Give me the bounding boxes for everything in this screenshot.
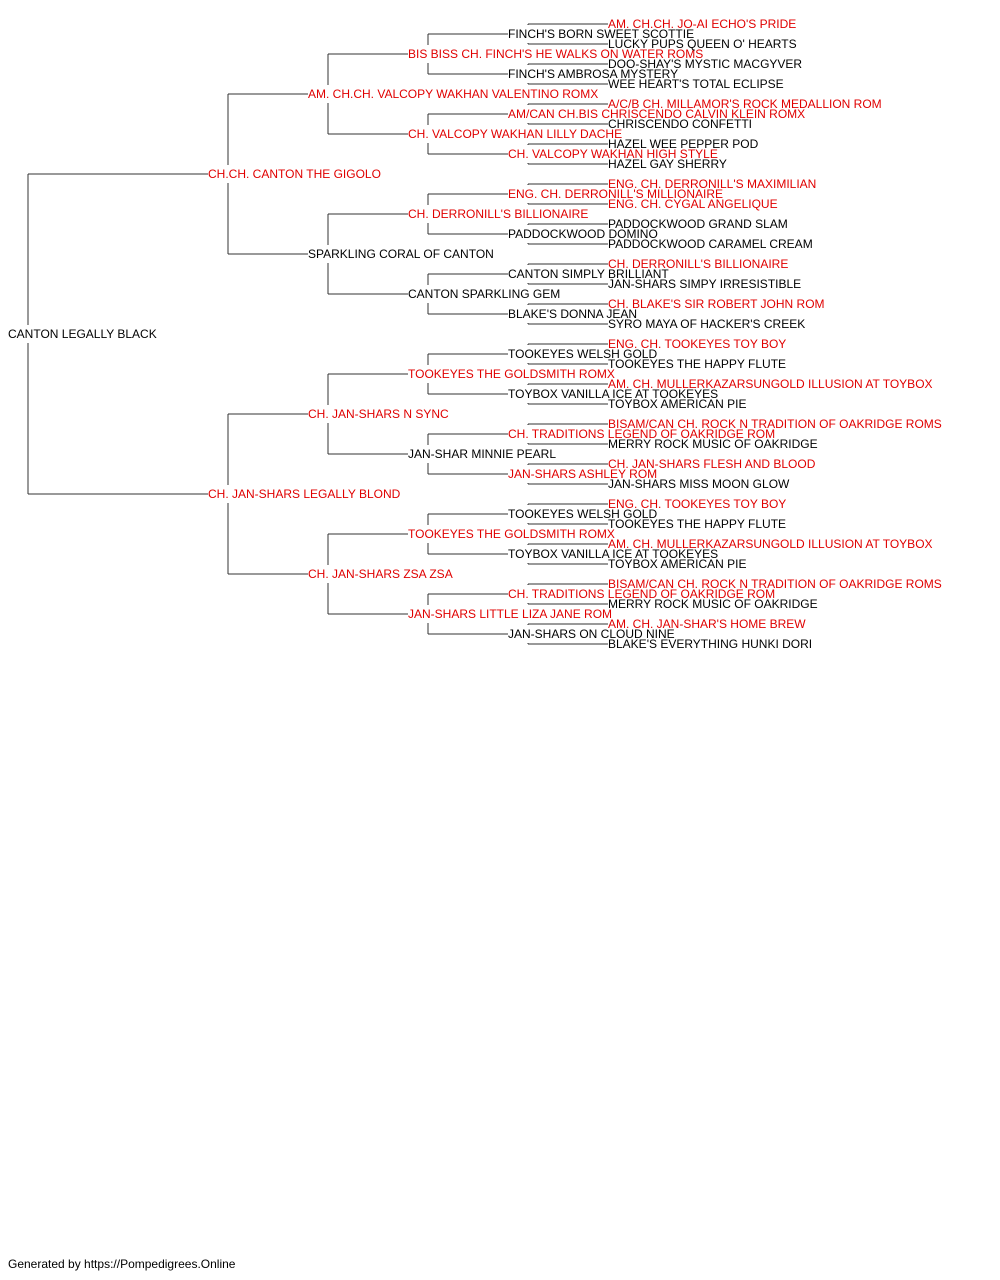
pedigree-name-dam-gen2: SPARKLING CORAL OF CANTON [308, 247, 494, 261]
pedigree-name-sire-gen4: CANTON SIMPLY BRILLIANT [508, 267, 669, 281]
pedigree-name-dam-gen4: CH. VALCOPY WAKHAN HIGH STYLE [508, 147, 718, 161]
pedigree-name-sire-gen5: ENG. CH. TOOKEYES TOY BOY [608, 497, 786, 511]
pedigree-name-sire-gen5: AM. CH. JAN-SHAR'S HOME BREW [608, 617, 806, 631]
pedigree-name-dam-gen4: PADDOCKWOOD DOMINO [508, 227, 658, 241]
pedigree-name-dam-gen5: TOYBOX AMERICAN PIE [608, 557, 746, 571]
pedigree-name-sire-gen1: CH.CH. CANTON THE GIGOLO [208, 167, 381, 181]
pedigree-name-sire-gen5: ENG. CH. DERRONILL'S MAXIMILIAN [608, 177, 816, 191]
pedigree-name-dam-gen2: CH. JAN-SHARS ZSA ZSA [308, 567, 453, 581]
pedigree-name-sire-gen3: BIS BISS CH. FINCH'S HE WALKS ON WATER R… [408, 47, 703, 61]
pedigree-name-dam-gen5: SYRO MAYA OF HACKER'S CREEK [608, 317, 805, 331]
pedigree-name-sire-gen4: AM/CAN CH.BIS CHRISCENDO CALVIN KLEIN RO… [508, 107, 805, 121]
pedigree-name-dam-gen4: BLAKE'S DONNA JEAN [508, 307, 637, 321]
pedigree-name-sire-gen4: ENG. CH. DERRONILL'S MILLIONAIRE [508, 187, 723, 201]
pedigree-name-sire-gen3: TOOKEYES THE GOLDSMITH ROMX [408, 367, 615, 381]
pedigree-name-sire-gen4: CH. TRADITIONS LEGEND OF OAKRIDGE ROM [508, 587, 775, 601]
pedigree-name-dam-gen5: MERRY ROCK MUSIC OF OAKRIDGE [608, 597, 818, 611]
pedigree-name-dam-gen4: TOYBOX VANILLA ICE AT TOOKEYES [508, 387, 718, 401]
pedigree-name-sire-gen4: FINCH'S BORN SWEET SCOTTIE [508, 27, 694, 41]
pedigree-name-sire-gen5: BISAM/CAN CH. ROCK N TRADITION OF OAKRID… [608, 577, 942, 591]
pedigree-name-dam-gen3: JAN-SHARS LITTLE LIZA JANE ROM [408, 607, 612, 621]
pedigree-name-sire-gen5: AM. CH. MULLERKAZARSUNGOLD ILLUSION AT T… [608, 537, 933, 551]
pedigree-name-dam-gen5: HAZEL GAY SHERRY [608, 157, 727, 171]
pedigree-name-sire-gen4: TOOKEYES WELSH GOLD [508, 507, 657, 521]
pedigree-name-dam-gen3: CH. VALCOPY WAKHAN LILLY DACHE [408, 127, 622, 141]
pedigree-name-dam-gen4: JAN-SHARS ASHLEY ROM [508, 467, 657, 481]
pedigree-name-dam-gen3: JAN-SHAR MINNIE PEARL [408, 447, 556, 461]
pedigree-name-dam-gen5: JAN-SHARS MISS MOON GLOW [608, 477, 790, 491]
pedigree-name-dam-gen5: ENG. CH. CYGAL ANGELIQUE [608, 197, 778, 211]
pedigree-name-dam-gen5: TOYBOX AMERICAN PIE [608, 397, 746, 411]
generated-by-footer: Generated by https://Pompedigrees.Online [8, 1257, 236, 1271]
pedigree-name-sire-gen4: TOOKEYES WELSH GOLD [508, 347, 657, 361]
pedigree-name-dam-gen5: PADDOCKWOOD CARAMEL CREAM [608, 237, 813, 251]
pedigree-name-sire-gen2: AM. CH.CH. VALCOPY WAKHAN VALENTINO ROMX [308, 87, 598, 101]
pedigree-name-sire-gen5: ENG. CH. TOOKEYES TOY BOY [608, 337, 786, 351]
pedigree-name-dam-gen5: TOOKEYES THE HAPPY FLUTE [608, 357, 786, 371]
pedigree-name-sire-gen5: BISAM/CAN CH. ROCK N TRADITION OF OAKRID… [608, 417, 942, 431]
pedigree-name-sire-gen5: AM. CH. MULLERKAZARSUNGOLD ILLUSION AT T… [608, 377, 933, 391]
pedigree-name-dam-gen1: CH. JAN-SHARS LEGALLY BLOND [208, 487, 401, 501]
pedigree-name-sire-gen5: CH. DERRONILL'S BILLIONAIRE [608, 257, 788, 271]
pedigree-name-sire-gen5: PADDOCKWOOD GRAND SLAM [608, 217, 788, 231]
pedigree-name-dam-gen4: TOYBOX VANILLA ICE AT TOOKEYES [508, 547, 718, 561]
pedigree-name-dam-gen5: MERRY ROCK MUSIC OF OAKRIDGE [608, 437, 818, 451]
pedigree-name-subject-gen0: CANTON LEGALLY BLACK [8, 327, 157, 341]
pedigree-name-dam-gen5: BLAKE'S EVERYTHING HUNKI DORI [608, 637, 812, 651]
pedigree-name-dam-gen5: JAN-SHARS SIMPY IRRESISTIBLE [608, 277, 801, 291]
pedigree-name-sire-gen5: DOO-SHAY'S MYSTIC MACGYVER [608, 57, 802, 71]
pedigree-name-sire-gen2: CH. JAN-SHARS N SYNC [308, 407, 449, 421]
pedigree-name-sire-gen5: CH. BLAKE'S SIR ROBERT JOHN ROM [608, 297, 825, 311]
pedigree-name-sire-gen5: HAZEL WEE PEPPER POD [608, 137, 759, 151]
pedigree-name-sire-gen3: TOOKEYES THE GOLDSMITH ROMX [408, 527, 615, 541]
pedigree-name-sire-gen5: CH. JAN-SHARS FLESH AND BLOOD [608, 457, 816, 471]
pedigree-name-dam-gen4: JAN-SHARS ON CLOUD NINE [508, 627, 675, 641]
pedigree-name-dam-gen3: CANTON SPARKLING GEM [408, 287, 560, 301]
pedigree-name-sire-gen4: CH. TRADITIONS LEGEND OF OAKRIDGE ROM [508, 427, 775, 441]
pedigree-name-sire-gen5: AM. CH.CH. JO-AI ECHO'S PRIDE [608, 17, 796, 31]
pedigree-name-dam-gen5: LUCKY PUPS QUEEN O' HEARTS [608, 37, 797, 51]
pedigree-name-sire-gen5: A/C/B CH. MILLAMOR'S ROCK MEDALLION ROM [608, 97, 882, 111]
pedigree-name-sire-gen3: CH. DERRONILL'S BILLIONAIRE [408, 207, 588, 221]
pedigree-name-dam-gen5: CHRISCENDO CONFETTI [608, 117, 752, 131]
pedigree-name-dam-gen4: FINCH'S AMBROSA MYSTERY [508, 67, 678, 81]
pedigree-name-dam-gen5: TOOKEYES THE HAPPY FLUTE [608, 517, 786, 531]
pedigree-name-dam-gen5: WEE HEART'S TOTAL ECLIPSE [608, 77, 784, 91]
